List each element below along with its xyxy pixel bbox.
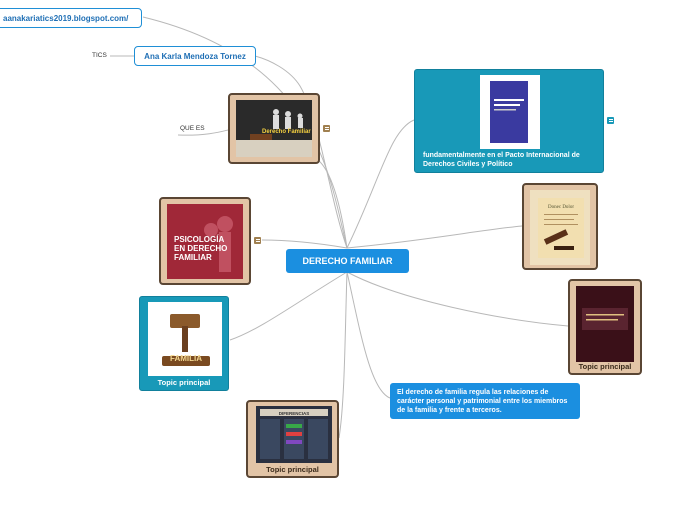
- book-caption: Topic principal: [578, 362, 632, 371]
- diferencias-chart-image: DIFERENCIAS: [256, 406, 332, 463]
- que-es-label: QUE ES: [180, 125, 205, 132]
- blog-url-node[interactable]: aanakariatics2019.blogspot.com/: [0, 8, 142, 28]
- book-cover-image: [480, 75, 540, 149]
- book-image: [576, 286, 634, 362]
- document-image-node[interactable]: Donec Dolor: [522, 183, 598, 270]
- derecho-familiar-image: Derecho Familiar: [236, 100, 312, 157]
- psicologia-image-text: PSICOLOGÍA EN DERECHO FAMILIAR: [174, 235, 228, 262]
- author-text: Ana Karla Mendoza Tornez: [144, 51, 246, 61]
- note-icon[interactable]: [323, 125, 330, 132]
- familia-image-text: FAMILIA: [170, 354, 202, 363]
- diferencias-image-text: DIFERENCIAS: [279, 411, 310, 416]
- pacto-node[interactable]: fundamentalmente en el Pacto Internacion…: [414, 69, 604, 173]
- psicologia-image: PSICOLOGÍA EN DERECHO FAMILIAR: [167, 204, 243, 279]
- familia-node[interactable]: FAMILIA Topic principal: [139, 296, 229, 391]
- psicologia-note-icon[interactable]: [254, 237, 261, 244]
- diferencias-caption: Topic principal: [266, 465, 319, 474]
- familia-caption: Topic principal: [157, 378, 211, 387]
- diferencias-node[interactable]: DIFERENCIAS Topic principal: [246, 400, 339, 478]
- tics-label: TICS: [92, 52, 107, 59]
- derecho-familiar-image-text: Derecho Familiar: [262, 129, 311, 135]
- blog-url-text: aanakariatics2019.blogspot.com/: [3, 13, 129, 23]
- psicologia-node[interactable]: PSICOLOGÍA EN DERECHO FAMILIAR: [159, 197, 251, 285]
- author-node[interactable]: Ana Karla Mendoza Tornez: [134, 46, 256, 66]
- document-image: Donec Dolor: [530, 190, 590, 265]
- definition-node[interactable]: El derecho de familia regula las relacio…: [390, 383, 580, 419]
- derecho-familiar-image-node[interactable]: Derecho Familiar: [228, 93, 320, 164]
- pacto-note-icon[interactable]: [607, 117, 614, 124]
- document-image-text: Donec Dolor: [548, 205, 574, 210]
- center-topic-text: DERECHO FAMILIAR: [302, 256, 393, 266]
- pacto-caption: fundamentalmente en el Pacto Internacion…: [423, 152, 580, 168]
- book-node[interactable]: Topic principal: [568, 279, 642, 375]
- familia-gavel-image: FAMILIA: [148, 302, 222, 376]
- center-topic[interactable]: DERECHO FAMILIAR: [286, 249, 409, 273]
- definition-text: El derecho de familia regula las relacio…: [397, 389, 568, 415]
